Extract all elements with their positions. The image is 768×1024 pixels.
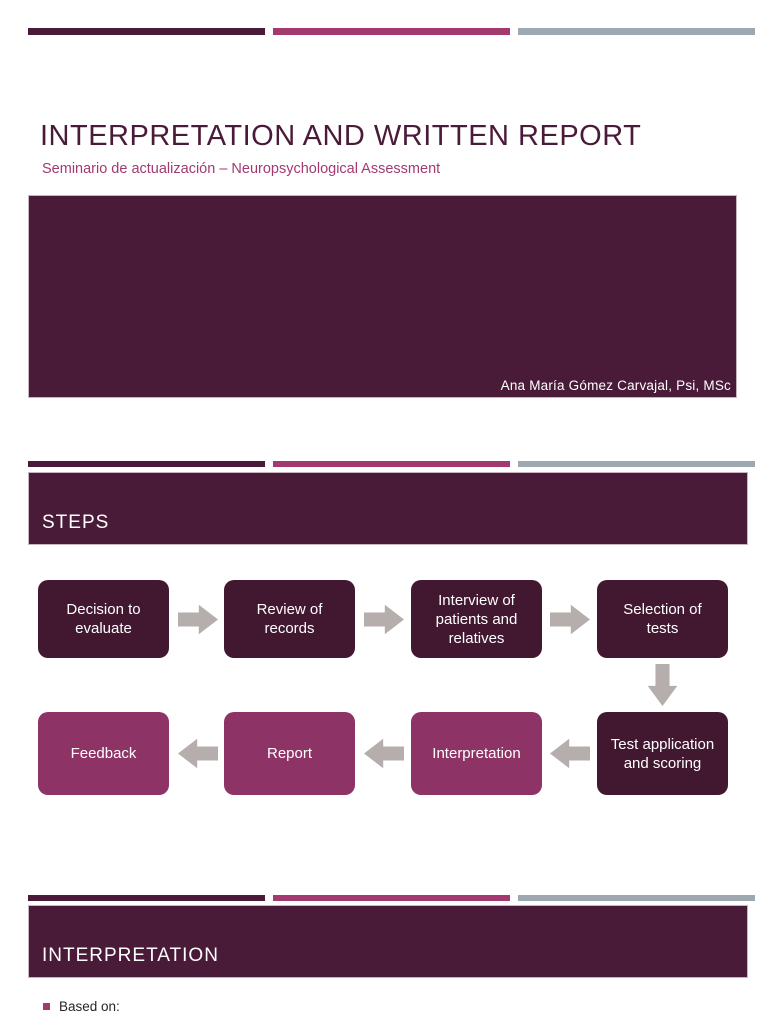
flow-step-selection-of-tests: Selection of tests	[597, 580, 728, 658]
arrow-left-icon	[550, 738, 590, 769]
bullet-text: Based on:	[59, 999, 120, 1014]
flow-step-label: Feedback	[70, 745, 137, 762]
accent-bar-magenta	[273, 461, 510, 467]
slide3-header-text: INTERPRETATION	[42, 945, 219, 966]
accent-bar-dark	[28, 895, 265, 901]
accent-bars-slide2	[28, 461, 755, 467]
slide3-bullet-item: Based on:	[43, 999, 120, 1014]
accent-bar-gray	[518, 895, 755, 901]
arrow-left-icon	[178, 738, 218, 769]
flow-step-interview: Interview of patients and relatives	[411, 580, 542, 658]
accent-bar-gray	[518, 461, 755, 467]
flow-step-label: Interview of patients and relatives	[435, 591, 518, 647]
accent-bars-slide3	[28, 895, 755, 901]
slide1-author: Ana María Gómez Carvajal, Psi, MSc	[500, 378, 731, 393]
flow-step-label: Report	[266, 745, 313, 762]
slide1-title: INTERPRETATION AND WRITTEN REPORT	[40, 120, 642, 152]
flow-step-label: Decision to evaluate	[66, 601, 141, 637]
arrow-down-icon	[647, 664, 678, 706]
accent-bar-dark	[28, 461, 265, 467]
accent-bar-magenta	[273, 28, 510, 35]
accent-bars-slide1	[28, 28, 755, 35]
accent-bar-dark	[28, 28, 265, 35]
flow-step-label: Selection of tests	[623, 601, 702, 637]
flow-step-report: Report	[224, 712, 355, 795]
flow-step-feedback: Feedback	[38, 712, 169, 795]
slide2-header-band: STEPS	[28, 472, 748, 545]
accent-bar-magenta	[273, 895, 510, 901]
arrow-right-icon	[178, 604, 218, 635]
flow-step-label: Review of records	[256, 601, 323, 637]
slide2-header-text: STEPS	[42, 512, 110, 533]
arrow-left-icon	[364, 738, 404, 769]
arrow-right-icon	[364, 604, 404, 635]
flow-step-review-of-records: Review of records	[224, 580, 355, 658]
bullet-square-icon	[43, 1003, 50, 1010]
flow-step-label: Interpretation	[432, 745, 521, 762]
flow-step-test-application: Test application and scoring	[597, 712, 728, 795]
arrow-right-icon	[550, 604, 590, 635]
slide3-header-band: INTERPRETATION	[28, 905, 748, 978]
slide1-cover-box: Ana María Gómez Carvajal, Psi, MSc	[28, 195, 737, 398]
accent-bar-gray	[518, 28, 755, 35]
slide1-subtitle: Seminario de actualización – Neuropsycho…	[42, 161, 441, 177]
flow-step-decision-to-evaluate: Decision to evaluate	[38, 580, 169, 658]
flow-step-interpretation: Interpretation	[411, 712, 542, 795]
flow-step-label: Test application and scoring	[610, 735, 715, 772]
